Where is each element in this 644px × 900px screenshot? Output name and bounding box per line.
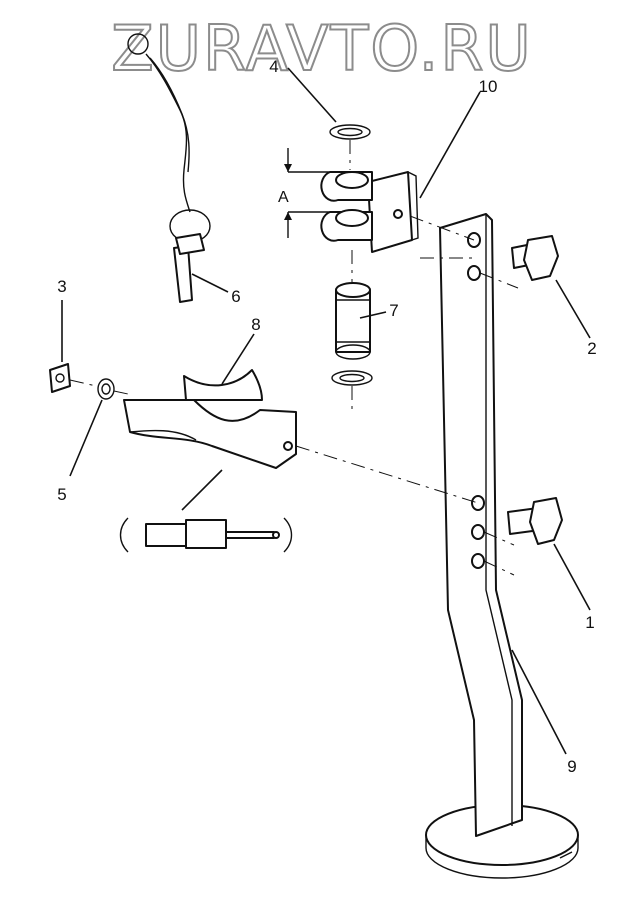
- pivot-bracket-part: [320, 171, 419, 253]
- callout-10: 10: [479, 77, 498, 96]
- snap-ring-part: [329, 124, 371, 140]
- callout-7: 7: [389, 301, 398, 320]
- leader-line-7: [359, 311, 387, 319]
- leader-line-5: [69, 399, 103, 477]
- callout-4: 4: [269, 57, 278, 76]
- bolt-upper-part: [511, 235, 559, 281]
- lynch-pin-part: [127, 33, 211, 303]
- leader-line-4: [287, 67, 337, 123]
- leader-line-8: [221, 333, 255, 385]
- leader-line-6: [191, 273, 229, 293]
- dimension-a-indicator: [284, 148, 330, 238]
- callout-1: 1: [585, 613, 594, 632]
- callout-9: 9: [567, 757, 576, 776]
- leader-line-10: [419, 91, 481, 199]
- callout-2: 2: [587, 339, 596, 358]
- dimension-a-label: A: [278, 189, 289, 206]
- stand-leg-part: [425, 213, 579, 879]
- pivot-pin-part: [331, 282, 373, 386]
- cylinder-assembly: [119, 517, 293, 553]
- leader-line-9: [511, 649, 567, 755]
- leader-line-1: [553, 543, 591, 611]
- washer-part: [97, 378, 115, 400]
- leader-line-2: [555, 279, 591, 339]
- bolt-lower-part: [507, 497, 563, 545]
- leader-line-cylinder: [181, 469, 223, 511]
- callout-6: 6: [231, 287, 240, 306]
- callout-3: 3: [57, 277, 66, 296]
- callout-5: 5: [57, 485, 66, 504]
- watermark-text: ZURAVTO.RU: [111, 12, 533, 85]
- callout-8: 8: [251, 315, 260, 334]
- cradle-bracket-part: [123, 369, 297, 469]
- square-nut-part: [49, 363, 71, 393]
